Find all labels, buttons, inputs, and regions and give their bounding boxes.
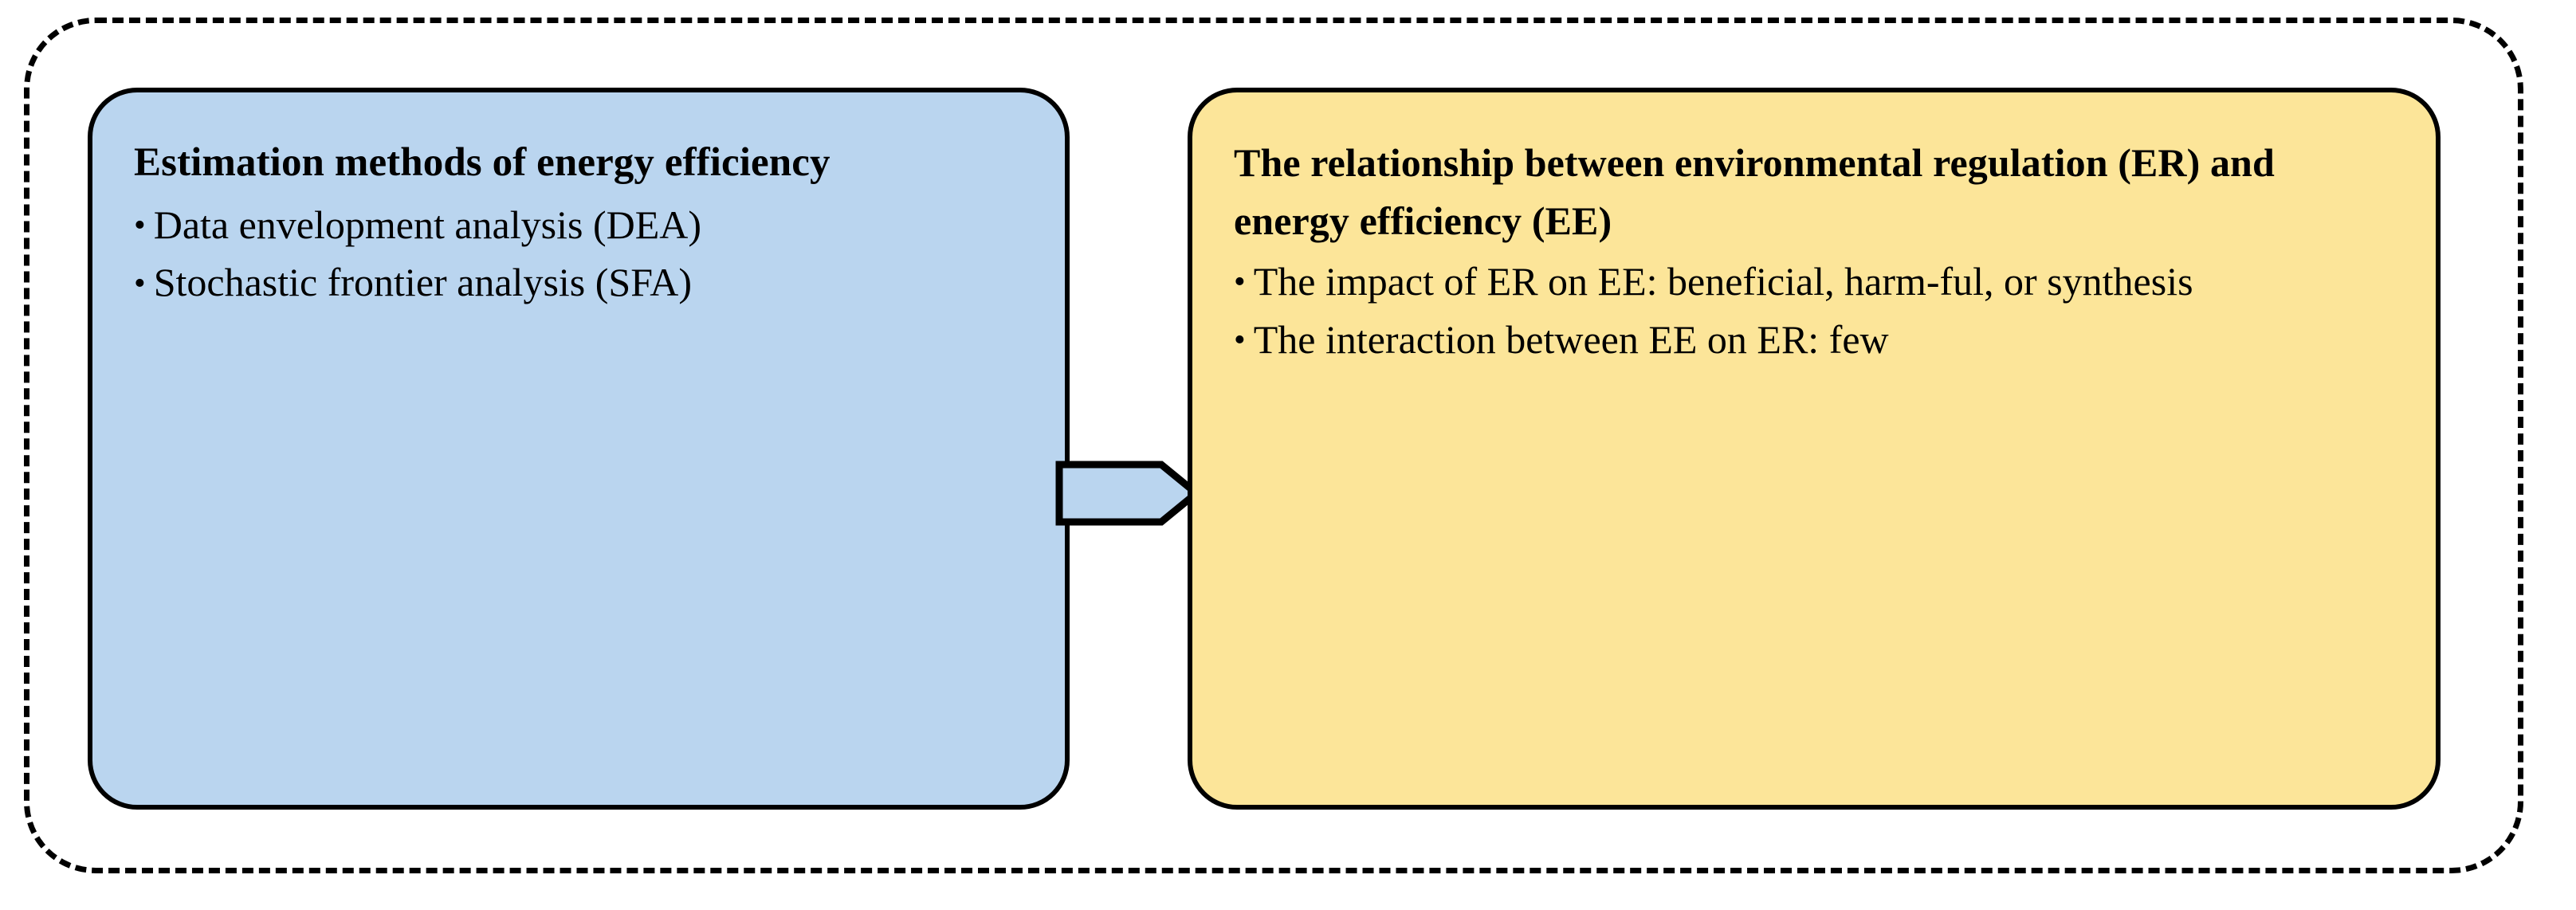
list-item: •The impact of ER on EE: beneficial, har… [1231,253,2397,311]
list-item: •The interaction between EE on ER: few [1231,311,2397,369]
node-er-ee-relationship[interactable]: The relationship between environmental r… [1188,88,2441,810]
node-estimation-methods[interactable]: Estimation methods of energy efficiency … [88,88,1070,810]
list-item: •Stochastic frontier analysis (SFA) [131,253,1027,312]
list-item: •Data envelopment analysis (DEA) [131,196,1027,254]
node-title-er-ee-relationship: The relationship between environmental r… [1234,140,2275,243]
bullet-list-er-ee-relationship: •The impact of ER on EE: beneficial, har… [1231,253,2397,368]
bullet-dot-icon: • [134,265,146,302]
dashed-grouping-frame [24,18,2523,873]
list-item-label: Data envelopment analysis (DEA) [153,202,701,247]
list-item-label: The interaction between EE on ER: few [1253,316,1889,362]
list-item-label: Stochastic frontier analysis (SFA) [153,260,693,305]
list-item-label: The impact of ER on EE: beneficial, harm… [1253,259,2193,304]
bullet-dot-icon: • [134,207,146,245]
right-arrow-icon [1055,458,1203,528]
bullet-dot-icon: • [1234,321,1246,359]
bullet-dot-icon: • [1234,264,1246,301]
bullet-list-estimation-methods: •Data envelopment analysis (DEA) •Stocha… [131,196,1027,312]
node-title-estimation-methods: Estimation methods of energy efficiency [134,140,831,185]
